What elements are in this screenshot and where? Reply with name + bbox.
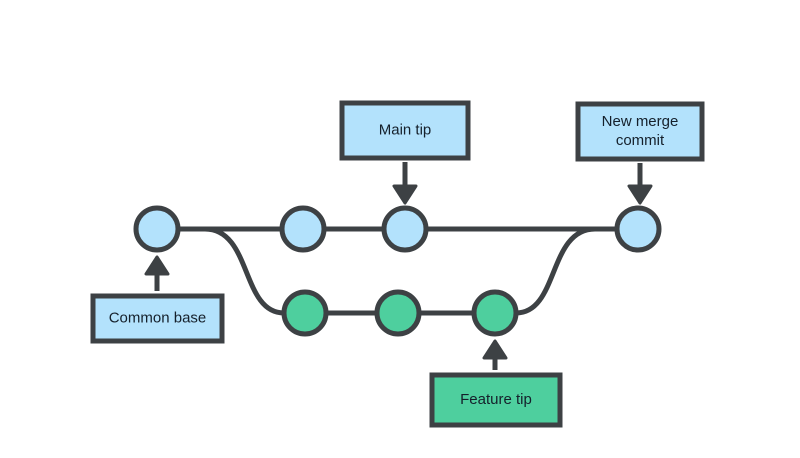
label-text-main-tip-label-line-0: Main tip	[379, 121, 432, 138]
commit-node-main-tip[interactable]	[381, 205, 429, 253]
commit-node-main-commit-2[interactable]	[279, 205, 327, 253]
label-text-feature-tip-label-line-0: Feature tip	[460, 391, 532, 408]
arrow-head-new-merge-commit-arrow	[627, 184, 653, 205]
label-text-common-base-label-line-0: Common base	[109, 309, 207, 326]
nodes-layer	[133, 205, 662, 337]
label-group-new-merge-commit-label: New merge commit	[575, 101, 705, 205]
arrow-head-common-base-arrow	[144, 255, 170, 276]
edges-layer	[175, 226, 620, 316]
label-text-new-merge-commit-label-line-1: commit	[616, 132, 665, 149]
arrow-head-main-tip-arrow	[392, 184, 418, 205]
label-text-new-merge-commit-label-line-0: New merge	[602, 113, 679, 130]
edge-merge-curve	[513, 226, 598, 316]
commit-node-feature-tip[interactable]	[471, 289, 519, 337]
label-group-feature-tip-label: Feature tip	[429, 339, 563, 428]
label-box-common-base-label[interactable]	[90, 293, 225, 344]
edge-branch-out-curve	[202, 226, 287, 316]
commit-node-common-base[interactable]	[133, 205, 181, 253]
commit-node-feature-commit-1[interactable]	[281, 289, 329, 337]
label-box-main-tip-label[interactable]	[339, 100, 471, 161]
label-box-feature-tip-label[interactable]	[429, 372, 563, 428]
commit-node-merge-commit[interactable]	[614, 205, 662, 253]
label-box-new-merge-commit-label[interactable]	[575, 101, 705, 162]
label-group-main-tip-label: Main tip	[339, 100, 471, 205]
arrow-head-feature-tip-arrow	[482, 339, 508, 360]
commit-node-feature-commit-2[interactable]	[374, 289, 422, 337]
label-group-common-base-label: Common base	[90, 255, 225, 344]
